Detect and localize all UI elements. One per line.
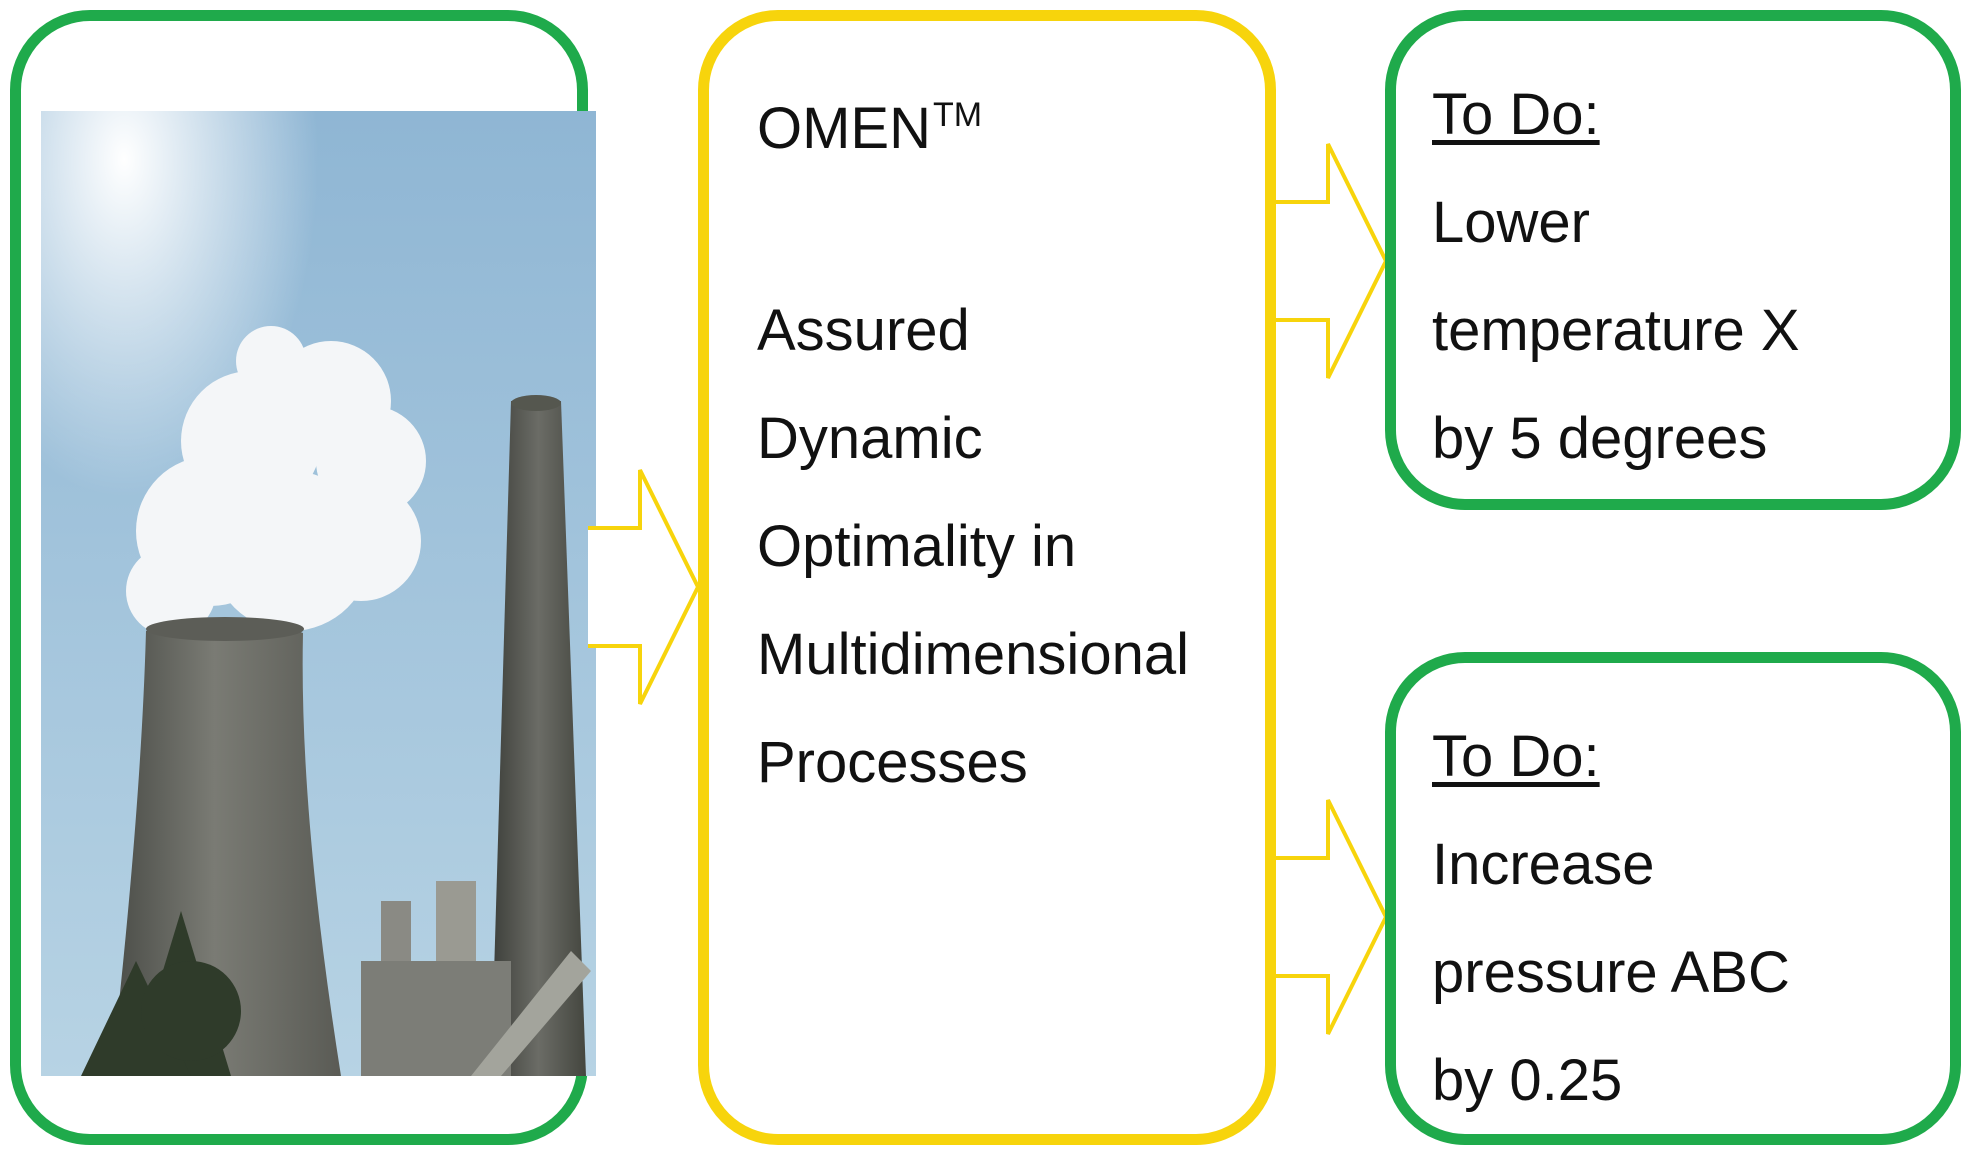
trademark-mark: TM bbox=[933, 96, 983, 134]
todo-heading: To Do: bbox=[1432, 724, 1600, 789]
todo-line: Increase bbox=[1432, 832, 1655, 897]
omen-name: OMEN bbox=[757, 96, 931, 161]
omen-line: Multidimensional bbox=[757, 622, 1189, 687]
todo-heading: To Do: bbox=[1432, 82, 1600, 147]
todo-panel-1: To Do: Lower temperature X by 5 degrees bbox=[1385, 10, 1961, 510]
todo-panel-2: To Do: Increase pressure ABC by 0.25 bbox=[1385, 652, 1961, 1145]
power-plant-photo-icon bbox=[41, 111, 596, 1076]
power-plant-image-panel bbox=[10, 10, 596, 1145]
todo-line: by 0.25 bbox=[1432, 1048, 1623, 1113]
todo-line: Lower bbox=[1432, 190, 1590, 255]
todo-content: To Do: Lower temperature X by 5 degrees bbox=[1432, 61, 1800, 493]
omen-line: Assured bbox=[757, 298, 970, 363]
omen-line: Dynamic bbox=[757, 406, 983, 471]
omen-panel: OMENTM Assured Dynamic Optimality in Mul… bbox=[698, 10, 1276, 1145]
arrow-omen-to-todo-1-icon bbox=[1276, 143, 1389, 379]
arrow-omen-to-todo-2-icon bbox=[1276, 799, 1389, 1035]
omen-line: Optimality in bbox=[757, 514, 1077, 579]
todo-line: by 5 degrees bbox=[1432, 406, 1768, 471]
omen-title: OMENTM bbox=[757, 61, 982, 183]
todo-line: temperature X bbox=[1432, 298, 1800, 363]
omen-description: Assured Dynamic Optimality in Multidimen… bbox=[757, 277, 1189, 817]
todo-line: pressure ABC bbox=[1432, 940, 1790, 1005]
todo-content: To Do: Increase pressure ABC by 0.25 bbox=[1432, 703, 1790, 1135]
omen-line: Processes bbox=[757, 730, 1028, 795]
arrow-photo-to-omen-icon bbox=[588, 469, 701, 705]
